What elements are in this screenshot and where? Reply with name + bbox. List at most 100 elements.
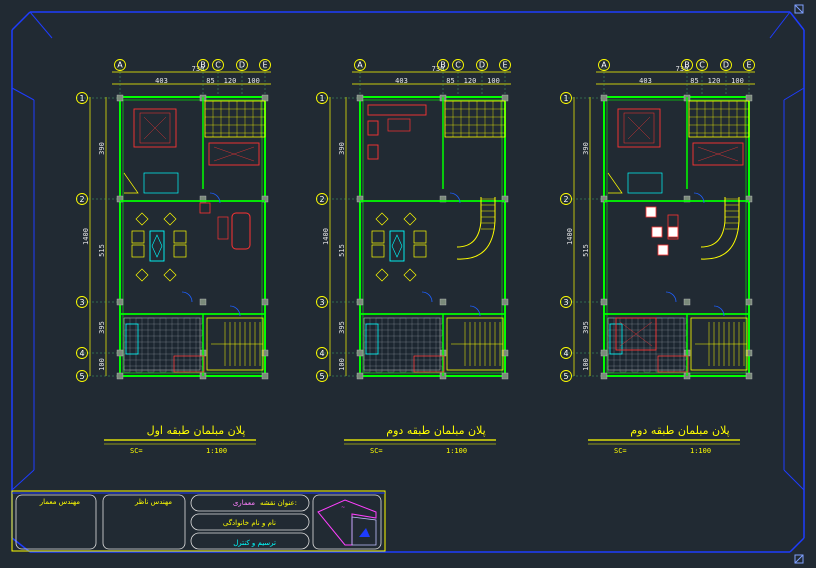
- tile: [123, 329, 131, 337]
- tile: [375, 353, 383, 361]
- column: [116, 298, 124, 306]
- column: [439, 195, 447, 203]
- tile: [637, 359, 645, 367]
- bed-pattern: [627, 116, 651, 140]
- decor-plant: [375, 212, 389, 226]
- entrance: [657, 355, 689, 373]
- tile: [147, 365, 155, 373]
- grid-col-bubble: [476, 59, 488, 71]
- plan-title: پلان مبلمان طبقه اول: [147, 424, 246, 437]
- grid-col-label: A: [601, 61, 607, 70]
- tile: [607, 329, 615, 337]
- decor-plant: [403, 268, 417, 282]
- side-table: [217, 216, 229, 240]
- grid-row-bubble: [316, 370, 328, 382]
- grid-col-label: A: [117, 61, 123, 70]
- grid-row-bubble: [76, 347, 88, 359]
- light-well: [444, 100, 506, 138]
- column: [261, 298, 269, 306]
- tile: [423, 317, 431, 325]
- grid-row-label: 3: [563, 298, 568, 307]
- dining-chair: [173, 230, 187, 244]
- tile: [631, 365, 639, 373]
- tile: [393, 347, 401, 355]
- grid-col-label: D: [239, 61, 245, 70]
- dining-chair: [413, 230, 427, 244]
- column: [116, 349, 124, 357]
- grid-row-label: 1: [563, 94, 568, 103]
- architect-label: مهندس معمار: [39, 498, 80, 506]
- door-swing: [449, 192, 461, 204]
- tile: [393, 359, 401, 367]
- dim-total: 730: [192, 65, 205, 73]
- grid-row-label: 2: [79, 195, 84, 204]
- decor-plant: [163, 212, 177, 226]
- tile: [637, 347, 645, 355]
- dim-side-seg: 100: [338, 358, 346, 371]
- bed-quilt: [139, 112, 171, 144]
- tile: [171, 329, 179, 337]
- tile: [147, 317, 155, 325]
- tile: [381, 323, 389, 331]
- door-swing: [229, 305, 241, 317]
- inner-wall-line: [122, 99, 263, 374]
- tile: [411, 329, 419, 337]
- tile: [661, 335, 669, 343]
- chair-white: [657, 244, 669, 256]
- dim-b: 85: [206, 77, 214, 85]
- kitchen-floor: [607, 317, 685, 371]
- tile: [159, 341, 167, 349]
- grid-row-bubble: [560, 370, 572, 382]
- closet-diagonal: [607, 172, 623, 194]
- tile: [141, 347, 149, 355]
- tile: [399, 329, 407, 337]
- tile: [363, 365, 371, 373]
- tile: [381, 335, 389, 343]
- grid-col-bubble: [197, 59, 209, 71]
- light-well: [688, 100, 750, 138]
- decor-plant: [403, 212, 417, 226]
- grid-row-label: 5: [79, 372, 84, 381]
- bed-pattern: [143, 116, 167, 140]
- dim-a: 403: [155, 77, 168, 85]
- logo-mark: ~: [341, 505, 345, 511]
- tile: [141, 335, 149, 343]
- tile: [141, 323, 149, 331]
- grid-col-label: E: [502, 61, 507, 70]
- tile: [405, 359, 413, 367]
- kitchen-counter: [365, 323, 379, 355]
- grid-row-label: 2: [319, 195, 324, 204]
- tile: [189, 347, 197, 355]
- spiral-stair-inner: [700, 197, 726, 248]
- scale-label: SC=: [614, 447, 627, 455]
- tile: [165, 323, 173, 331]
- tile: [619, 341, 627, 349]
- grid-col-label: E: [746, 61, 751, 70]
- tile: [363, 329, 371, 337]
- scale-label: SC=: [130, 447, 143, 455]
- column: [356, 298, 364, 306]
- dining-chair: [131, 230, 145, 244]
- bathroom: [143, 172, 179, 194]
- corner-markers: [794, 4, 804, 564]
- inner-wall-line: [606, 99, 747, 374]
- tile: [177, 335, 185, 343]
- grid-col-bubble: [236, 59, 248, 71]
- grid-col-bubble: [354, 59, 366, 71]
- bed-quilt: [623, 112, 655, 144]
- dim-total: 730: [676, 65, 689, 73]
- grid-row-bubble: [316, 92, 328, 104]
- coffee-table: [387, 118, 411, 132]
- tile: [135, 353, 143, 361]
- dim-total: 730: [432, 65, 445, 73]
- grid-col-label: B: [440, 61, 446, 70]
- tile: [417, 359, 425, 367]
- dim-b: 85: [690, 77, 698, 85]
- supervisor-label: مهندس ناظر: [134, 498, 172, 506]
- column: [745, 195, 753, 203]
- tile: [171, 353, 179, 361]
- column: [501, 349, 509, 357]
- name-label: نام و نام خانوادگی: [223, 518, 276, 527]
